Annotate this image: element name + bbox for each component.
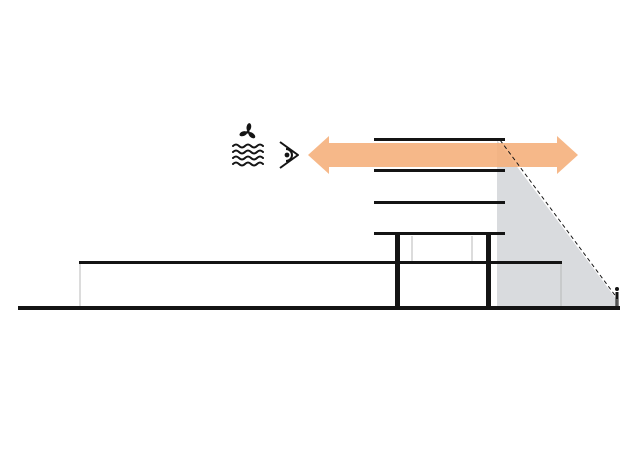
sightline [499,139,618,299]
view-shadow [497,140,617,308]
eye-pupil [284,152,290,158]
tower-slab-2 [374,201,505,204]
ground-line [18,306,620,310]
tower-slab-3 [374,169,505,172]
tower-slab-1 [374,232,505,235]
tower-column-left [395,234,400,308]
water-waves-icon [232,143,264,167]
low-building-roof [79,261,562,264]
view-arrow [308,136,578,174]
tower-slab-top [374,138,505,141]
tower-column-right [486,234,491,308]
eye-icon [279,141,299,169]
fan-icon [239,123,256,139]
person-icon [615,287,619,306]
